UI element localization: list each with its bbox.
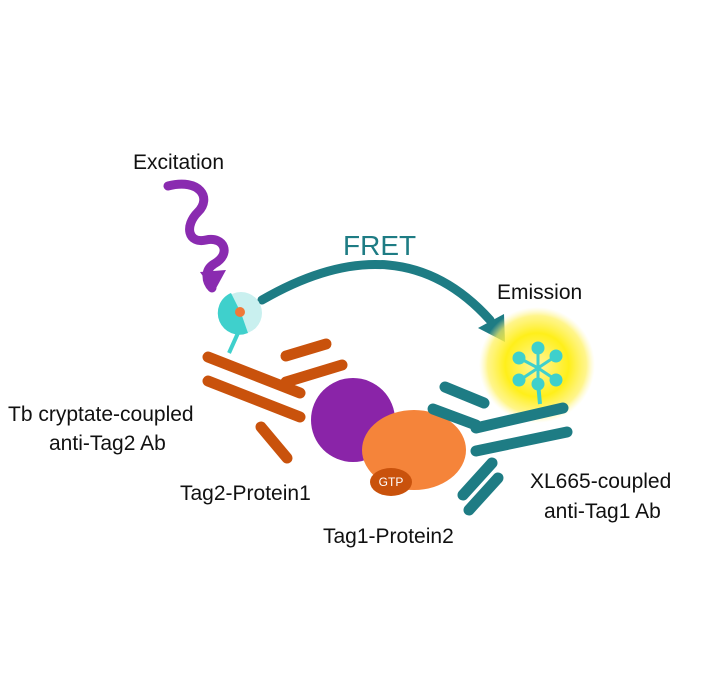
donor-antibody [202,338,348,464]
donor-antibody-label-line1: Tb cryptate-coupled [8,403,194,426]
excitation-label: Excitation [133,151,224,174]
fret-arrow [257,260,505,342]
xl665-fluorophore-icon [512,341,563,405]
fret-arrow-curve [257,260,495,325]
acceptor-antibody-label-line1: XL665-coupled [530,470,671,493]
protein2-label: Tag1-Protein2 [323,525,454,548]
gtp-label: GTP [379,475,404,489]
excitation-wave [163,179,229,293]
acceptor-antibody-label-line2: anti-Tag1 Ab [544,500,661,523]
protein1-label: Tag2-Protein1 [180,482,311,505]
acceptor-antibody [427,381,573,516]
excitation-wave-arrow [163,179,229,293]
tb-cryptate-donor-icon [217,292,262,354]
excitation-arrowhead [200,270,226,292]
gtp-badge [370,468,412,496]
fret-label: FRET [343,230,416,261]
emission-label: Emission [497,281,582,304]
donor-antibody-label-line2: anti-Tag2 Ab [49,432,166,455]
